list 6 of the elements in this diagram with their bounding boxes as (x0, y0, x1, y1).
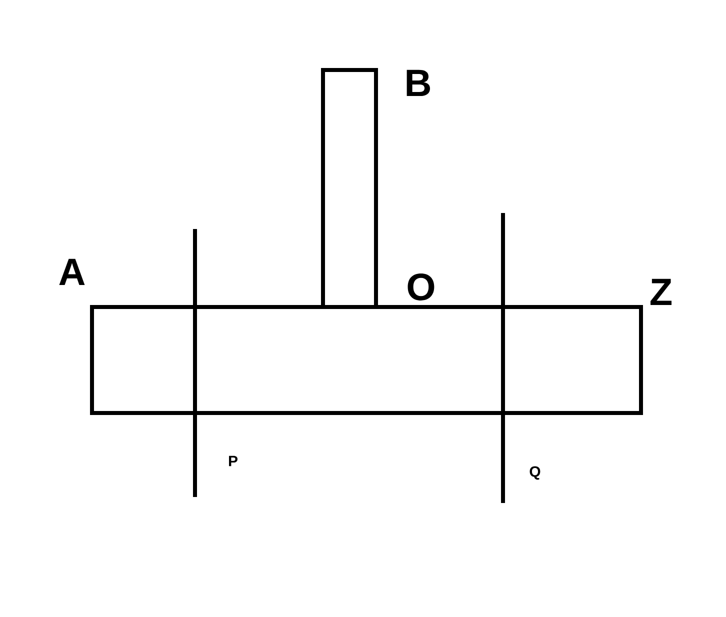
point-label: P (229, 456, 238, 466)
point-label: Q (530, 466, 540, 480)
point-label: B (406, 70, 430, 96)
point-label: Z (650, 278, 672, 306)
point-label: A (59, 258, 85, 286)
point-label: O (408, 274, 434, 300)
